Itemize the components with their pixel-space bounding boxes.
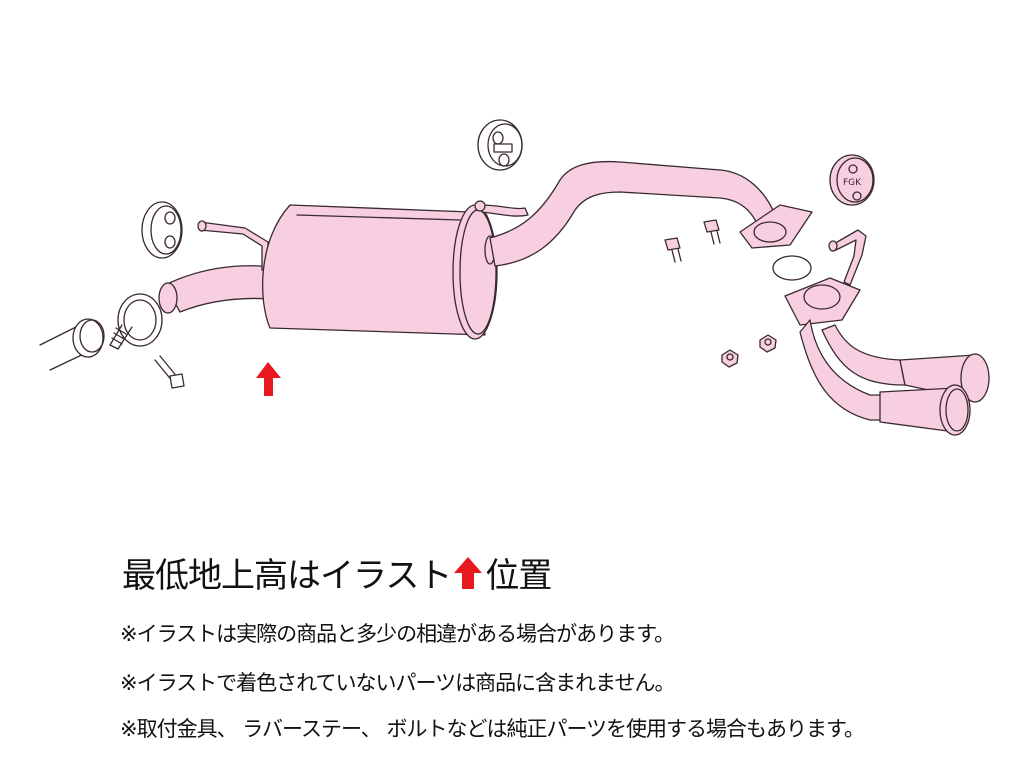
flange-clamp	[109, 293, 163, 350]
hanger-rod	[828, 229, 867, 286]
rubber-hanger-left	[141, 201, 183, 259]
fgk-badge: FGK	[843, 178, 862, 188]
caption-prefix: 最低地上高はイラスト	[122, 556, 452, 596]
rubber-hanger-center	[477, 119, 523, 171]
ground-clearance-arrow-icon	[256, 362, 281, 396]
mounting-bolt-left	[154, 355, 185, 389]
note-uncolored-parts: ※イラストで着色されていないパーツは商品に含まれません。	[120, 671, 675, 695]
rubber-hanger-fgk: FGK	[829, 154, 875, 206]
flange-bolts	[664, 219, 721, 263]
red-up-arrow-icon	[454, 556, 483, 589]
front-pipe-stub	[39, 318, 105, 371]
note-illustration-difference: ※イラストは実際の商品と多少の相違がある場合があります。	[120, 622, 675, 646]
gasket-ring	[772, 255, 812, 281]
main-muffler	[262, 204, 498, 340]
tail-section-dual-tips	[784, 277, 990, 436]
exhaust-diagram: FGK	[39, 119, 990, 436]
center-pipe	[474, 160, 813, 267]
flange-nuts	[721, 334, 777, 368]
note-oem-parts: ※取付金具、 ラバーステー、 ボルトなどは純正パーツを使用する場合もあります。	[120, 717, 865, 741]
ground-clearance-caption: 最低地上高はイラスト 位置	[122, 548, 552, 597]
caption-suffix: 位置	[485, 556, 552, 596]
